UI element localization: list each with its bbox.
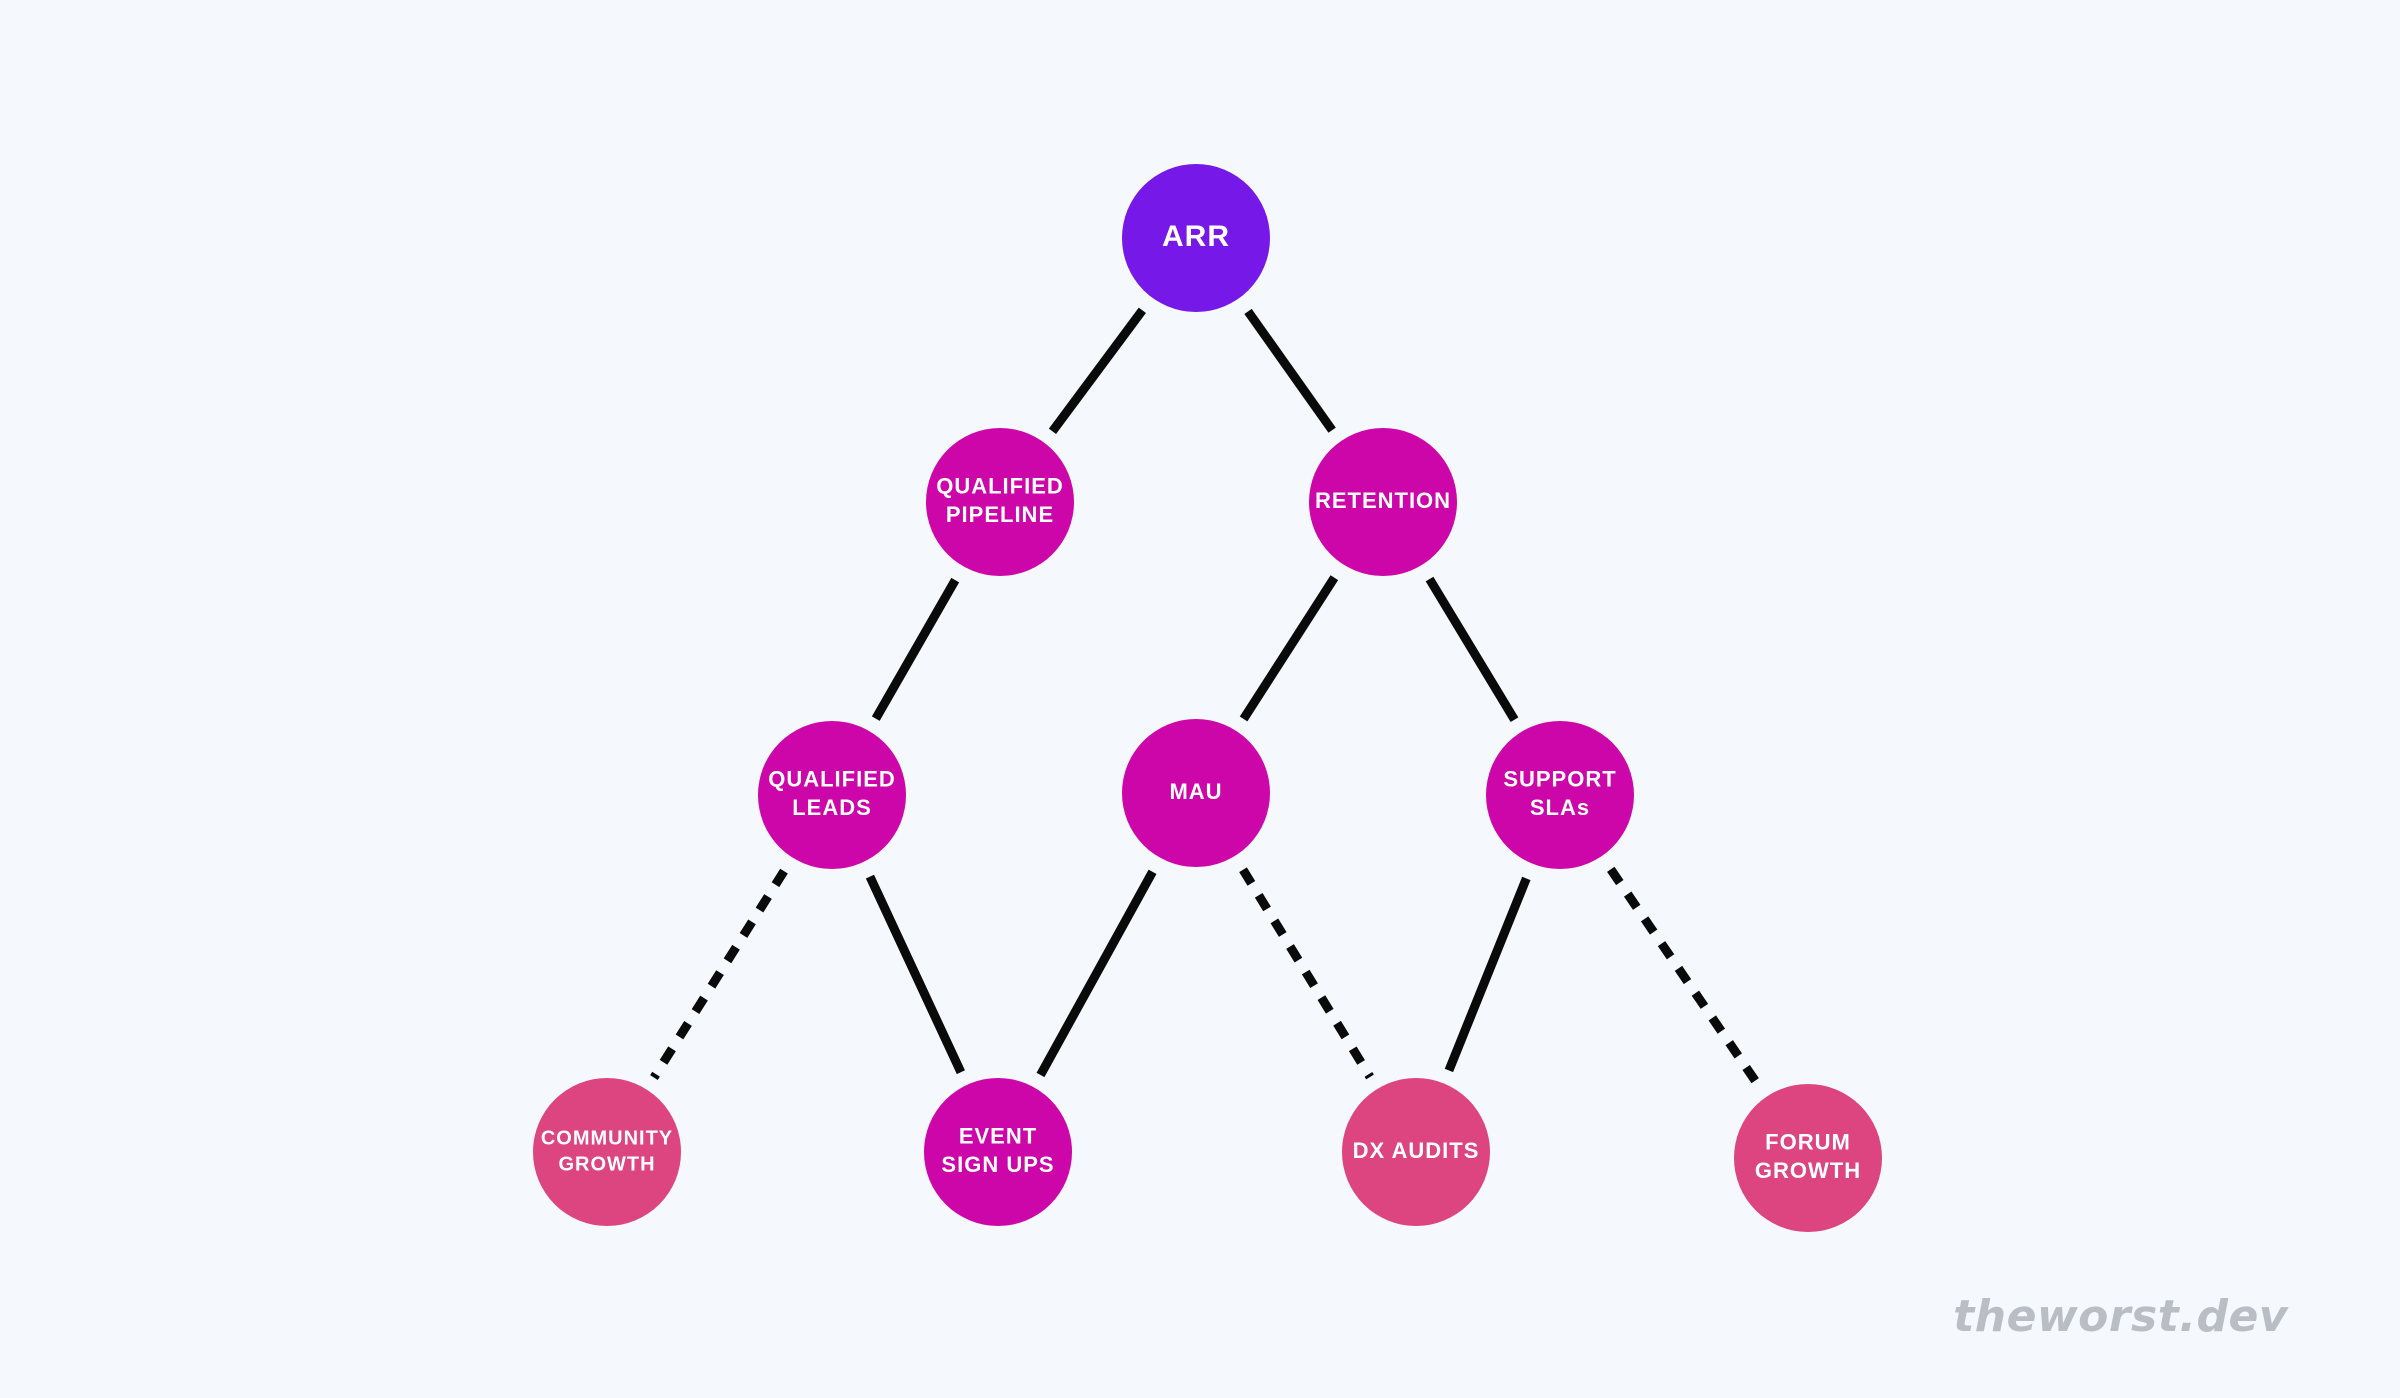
node-circle [1309,428,1457,576]
node-label: SUPPORT [1503,767,1616,792]
node-label: COMMUNITY [541,1127,673,1149]
node-circle [1486,721,1634,869]
edge-retention-to-mau [1239,575,1339,722]
node-circle [924,1078,1072,1226]
node-circle [1342,1078,1490,1226]
edge-support-slas-to-dx-audits [1444,876,1531,1073]
edge-mau-to-dx-audits [1239,867,1374,1080]
node-qualified-leads: QUALIFIED LEADS [758,721,906,869]
edges-layer [650,307,1763,1088]
node-retention: RETENTION [1309,428,1457,576]
node-arr: ARR [1122,164,1270,312]
nodes-layer: ARR QUALIFIED PIPELINE RETENTION QUALIFIED LE… [533,164,1882,1232]
node-circle [926,428,1074,576]
node-label: QUALIFIED [936,474,1064,499]
node-label: DX AUDITS [1353,1138,1480,1163]
edge-arr-to-qualified-pipeline [1048,307,1146,435]
node-circle [533,1078,681,1226]
node-label: QUALIFIED [768,767,896,792]
edge-retention-to-support-slas [1425,576,1519,723]
node-circle [1122,164,1270,312]
edge-mau-to-event-sign-ups [1036,869,1157,1078]
node-label: MAU [1169,779,1222,804]
node-circle [1734,1084,1882,1232]
edge-arr-to-retention [1244,308,1336,433]
node-forum-growth: FORUM GROWTH [1734,1084,1882,1232]
node-label: SLAs [1530,795,1590,820]
node-label: ARR [1162,220,1230,253]
node-label: EVENT [959,1124,1037,1149]
node-label: PIPELINE [946,502,1054,527]
node-circle [758,721,906,869]
edge-qualified-pipeline-to-qualified-leads [871,577,960,721]
node-dx-audits: DX AUDITS [1342,1078,1490,1226]
node-label: SIGN UPS [941,1152,1054,1177]
edge-support-slas-to-forum-growth [1607,866,1763,1088]
watermark: theworst.dev [1953,1291,2288,1342]
edge-qualified-leads-to-community-growth [650,868,788,1080]
node-event-sign-ups: EVENT SIGN UPS [924,1078,1072,1226]
node-support-slas: SUPPORT SLAs [1486,721,1634,869]
node-label: LEADS [792,795,872,820]
node-label: RETENTION [1315,488,1451,513]
node-circle [1122,719,1270,867]
node-qualified-pipeline: QUALIFIED PIPELINE [926,428,1074,576]
node-mau: MAU [1122,719,1270,867]
node-label: GROWTH [558,1153,655,1175]
node-label: GROWTH [1755,1158,1861,1183]
edge-qualified-leads-to-event-sign-ups [865,874,965,1075]
node-community-growth: COMMUNITY GROWTH [533,1078,681,1226]
node-label: FORUM [1765,1130,1851,1155]
